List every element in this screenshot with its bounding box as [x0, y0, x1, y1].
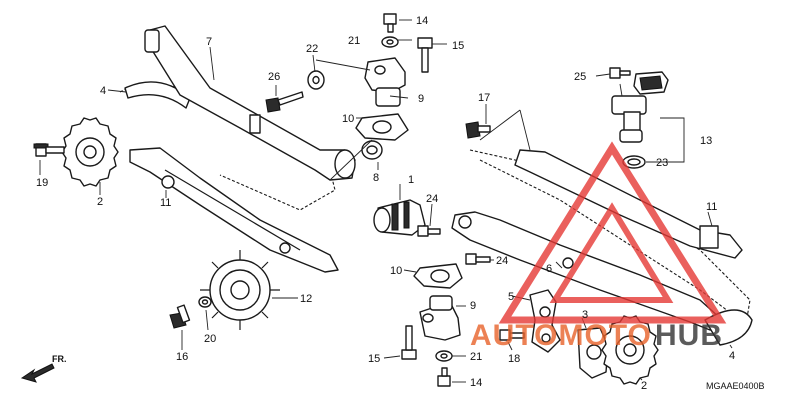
callout-1: 1	[408, 174, 414, 186]
callout-20: 20	[204, 333, 216, 345]
callout-21-lower: 21	[470, 351, 482, 363]
bolt-19	[33, 143, 65, 157]
callout-17: 17	[478, 92, 490, 104]
callout-11-left: 11	[160, 197, 171, 209]
callout-9-upper: 9	[418, 93, 424, 105]
gasket-10-upper	[355, 113, 409, 141]
diagram-code: MGAAE0400B	[706, 381, 765, 391]
callout-6: 6	[546, 263, 552, 275]
cam-sensor-13	[611, 71, 669, 143]
bolt-15-upper	[417, 37, 433, 73]
washer-20	[198, 296, 212, 308]
callout-21-upper: 21	[348, 35, 360, 47]
gasket-10-lower	[413, 263, 463, 289]
tensioner-lower	[419, 295, 461, 341]
callout-24-middle: 24	[426, 193, 438, 205]
bolt-18	[499, 329, 525, 341]
tensioner-upper	[364, 57, 406, 107]
watermark-text-left: AUTOMOTO	[470, 319, 652, 352]
chain-guide-7	[144, 25, 356, 181]
washer-21-upper	[381, 36, 399, 48]
watermark-logo: AUTOMOTO HUB	[470, 141, 727, 352]
callout-8: 8	[373, 172, 379, 184]
front-direction-indicator: FR.	[20, 354, 67, 383]
bolt-14-lower	[437, 367, 451, 387]
bolt-24-right	[465, 253, 491, 265]
callout-25: 25	[574, 71, 586, 83]
bolt-16	[169, 304, 191, 329]
callout-2-right: 2	[641, 380, 647, 392]
watermark-text-right: HUB	[655, 319, 723, 352]
front-direction-label: FR.	[52, 354, 67, 364]
cam-sprocket-right	[601, 315, 659, 385]
chain-guide-11-right	[514, 149, 743, 259]
chain-guide-11-left	[129, 147, 339, 273]
callout-2-left: 2	[97, 196, 103, 208]
callout-14-lower: 14	[470, 377, 482, 389]
washer-22	[307, 70, 325, 90]
bolt-25	[609, 67, 631, 79]
callout-23: 23	[656, 157, 668, 169]
callout-18: 18	[508, 353, 520, 365]
callout-13: 13	[700, 135, 712, 147]
callout-26: 26	[268, 71, 280, 83]
callout-4-right: 4	[729, 350, 735, 362]
pulley-12	[200, 250, 280, 330]
callout-15-lower: 15	[368, 353, 380, 365]
bolt-24-middle	[417, 225, 441, 237]
callout-9-lower: 9	[470, 300, 476, 312]
callout-22: 22	[306, 43, 318, 55]
callout-10-upper: 10	[342, 113, 354, 125]
leader-lines	[39, 19, 733, 383]
cam-gear-1	[373, 199, 426, 236]
washer-21-lower	[435, 350, 453, 362]
callout-11-right: 11	[706, 201, 717, 213]
plate-3	[577, 327, 609, 379]
cam-sprocket-left	[61, 117, 119, 187]
callout-14-upper: 14	[416, 15, 428, 27]
callout-5: 5	[508, 291, 514, 303]
callout-24-right: 24	[496, 255, 508, 267]
callout-19: 19	[36, 177, 48, 189]
bolt-14-upper	[383, 13, 397, 33]
callout-15-upper: 15	[452, 40, 464, 52]
callout-12: 12	[300, 293, 312, 305]
callout-7: 7	[206, 36, 212, 48]
bolt-26	[265, 91, 304, 113]
callout-3: 3	[582, 309, 588, 321]
bolt-15-lower	[401, 325, 417, 360]
callout-4-left: 4	[100, 85, 106, 97]
seal-8	[361, 140, 383, 160]
bolt-17	[465, 121, 491, 139]
callout-10-lower: 10	[390, 265, 402, 277]
callout-labels: 1 2 2 3 4 4 5 6 7 8 9 9 10 10 11 11 12 1…	[36, 15, 735, 392]
callout-16: 16	[176, 351, 188, 363]
